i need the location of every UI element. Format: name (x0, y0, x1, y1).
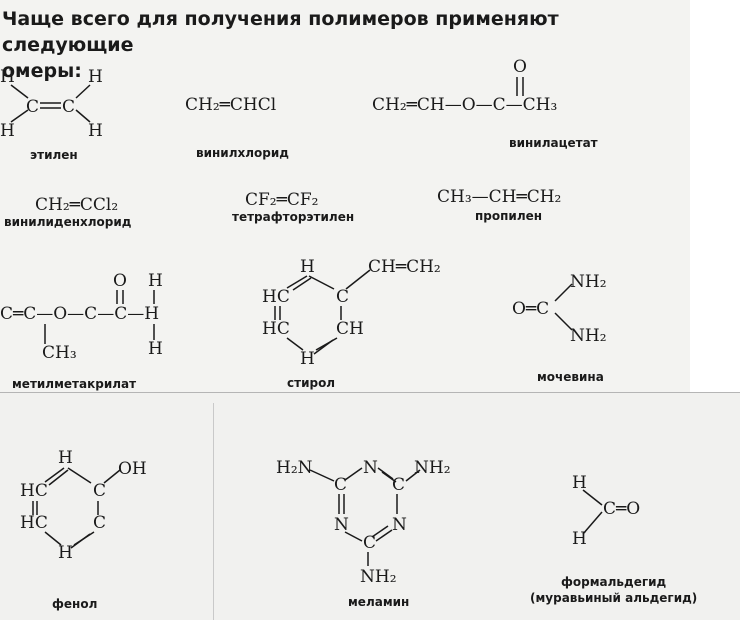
svg-text:H: H (0, 67, 15, 87)
svg-text:N: N (392, 515, 407, 535)
label-vinyl-chloride: винилхлорид (196, 146, 289, 160)
phenol-structure: H HC C HC C H OH (20, 448, 147, 563)
vinyl-chloride-formula: CH₂═CHCl (185, 95, 276, 115)
svg-text:H: H (88, 67, 103, 87)
label-propylene: пропилен (475, 209, 543, 223)
svg-text:C═C—O—C—C—H: C═C—O—C—C—H (0, 304, 159, 324)
page-margin (690, 0, 740, 392)
svg-text:N: N (334, 515, 349, 535)
svg-text:H: H (58, 543, 73, 563)
ethylene-structure: H H H H C C (0, 67, 103, 141)
label-styrene: стирол (287, 376, 336, 390)
heading-line-2: омеры: (2, 60, 82, 82)
section-heading: Чаще всего для получения полимеров приме… (2, 6, 682, 84)
svg-text:O: O (113, 271, 127, 291)
svg-text:O: O (513, 57, 527, 77)
page-lower-section (0, 392, 740, 620)
tetrafluoroethylene-formula: CF₂═CF₂ (245, 190, 318, 210)
svg-text:H: H (0, 121, 15, 141)
svg-text:OH: OH (118, 459, 147, 479)
svg-text:HC: HC (20, 513, 48, 533)
svg-text:H: H (300, 257, 315, 277)
svg-text:HC: HC (262, 319, 290, 339)
svg-text:O═C: O═C (512, 299, 549, 319)
svg-text:H: H (58, 448, 73, 468)
svg-text:NH₂: NH₂ (360, 567, 397, 587)
label-melamine: меламин (348, 595, 410, 609)
svg-text:C: C (392, 475, 405, 495)
svg-text:H: H (572, 473, 587, 493)
svg-text:C: C (363, 533, 376, 553)
vinylidene-chloride-formula: CH₂═CCl₂ (35, 195, 118, 215)
svg-text:NH₂: NH₂ (570, 326, 607, 346)
svg-text:CH═CH₂: CH═CH₂ (368, 257, 441, 277)
svg-text:C: C (62, 97, 75, 117)
svg-text:H₂N: H₂N (276, 458, 313, 478)
formaldehyde-structure: H C═O H (572, 473, 640, 549)
svg-text:C: C (93, 513, 106, 533)
svg-text:NH₂: NH₂ (570, 272, 607, 292)
svg-text:HC: HC (20, 481, 48, 501)
label-phenol: фенол (52, 597, 98, 611)
label-vinylidene-chloride: винилиденхлорид (4, 215, 132, 229)
page-upper-section (0, 0, 692, 395)
svg-text:C: C (334, 475, 347, 495)
label-methyl-methacrylate: метилметакрилат (12, 377, 137, 391)
svg-text:N: N (363, 458, 378, 478)
svg-text:HC: HC (262, 287, 290, 307)
fold-line (213, 403, 214, 620)
label-formaldehyde-alt: (муравьиный альдегид) (530, 591, 698, 605)
svg-text:H: H (148, 271, 163, 291)
vinyl-acetate-structure: CH₂═CH—O—C—CH₃ O (372, 57, 557, 115)
svg-text:NH₂: NH₂ (414, 458, 451, 478)
label-tetrafluoroethylene: тетрафторэтилен (232, 210, 355, 224)
svg-text:C═O: C═O (603, 499, 640, 519)
svg-text:C: C (26, 97, 39, 117)
label-urea: мочевина (537, 370, 604, 384)
label-vinyl-acetate: винилацетат (509, 136, 598, 150)
vinyl-acetate-formula: CH₂═CH—O—C—CH₃ (372, 95, 557, 115)
svg-text:H: H (148, 339, 163, 359)
melamine-structure: H₂N C N C NH₂ N N C NH₂ (276, 458, 451, 587)
svg-text:C: C (336, 287, 349, 307)
svg-text:H: H (88, 121, 103, 141)
heading-line-1: Чаще всего для получения полимеров приме… (2, 8, 559, 56)
urea-structure: NH₂ O═C NH₂ (512, 272, 607, 346)
svg-text:CH₃: CH₃ (42, 343, 77, 363)
label-formaldehyde: формальдегид (561, 575, 667, 589)
propylene-formula: CH₃—CH═CH₂ (437, 187, 561, 207)
svg-text:H: H (300, 349, 315, 369)
label-ethylene: этилен (30, 148, 78, 162)
svg-text:C: C (93, 481, 106, 501)
methyl-methacrylate-structure: C═C—O—C—C—H O H H CH₃ (0, 271, 163, 363)
svg-text:CH: CH (336, 319, 364, 339)
styrene-structure: H HC C HC CH H CH═CH₂ (262, 257, 441, 369)
